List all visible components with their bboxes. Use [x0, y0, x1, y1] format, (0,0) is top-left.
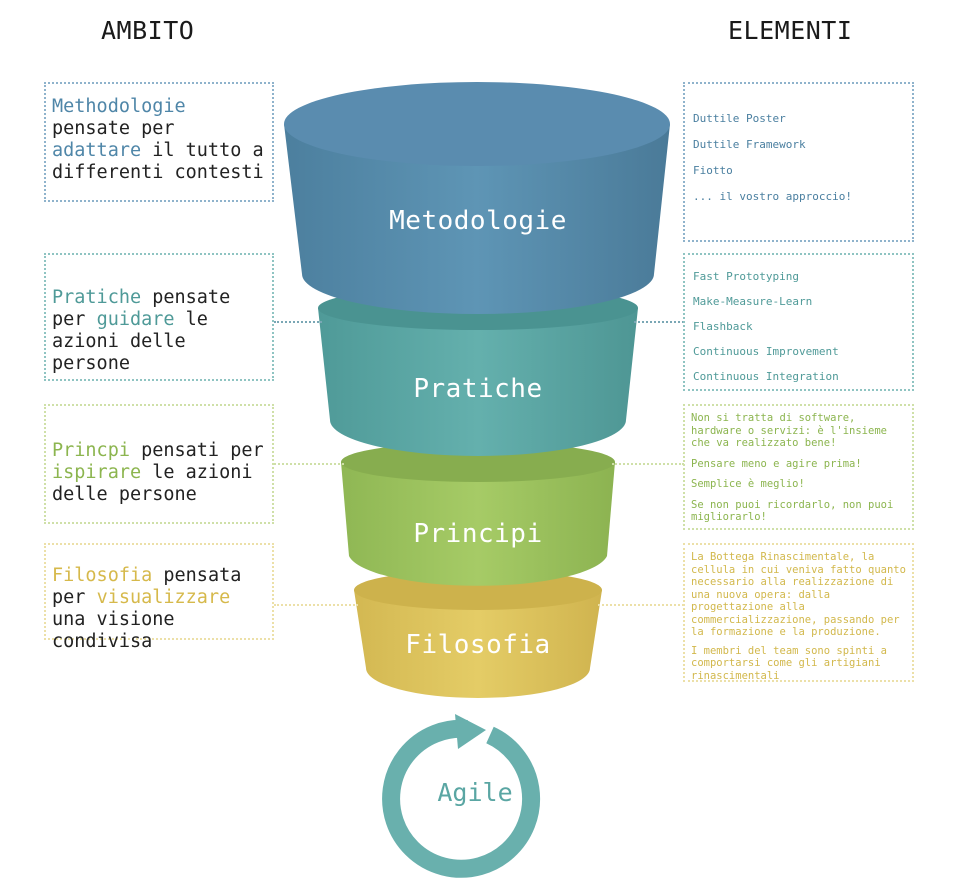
scope-text-1: pensati per — [129, 440, 264, 461]
funnel-segment-metodologie — [284, 124, 670, 314]
connector-right-pratiche — [634, 321, 684, 323]
scope-highlight-2: guidare — [96, 309, 175, 330]
elements-box-pratiche: Fast Prototyping Make-Measure-Learn Flas… — [683, 253, 914, 391]
scope-text-2: il tutto a differenti contesti — [52, 140, 264, 183]
element-item: Continuous Improvement — [693, 345, 839, 358]
scope-text-1: pensate per — [52, 287, 231, 330]
funnel-segment-filosofia — [354, 590, 602, 698]
funnel-segment-pratiche — [318, 308, 638, 456]
scope-text-2: una visione condivisa — [52, 609, 175, 652]
scope-box-filosofia: Filosofia pensata per visualizzare una v… — [44, 543, 274, 652]
scope-highlight-1: Methodologie — [52, 96, 186, 117]
element-item: Fast Prototyping — [693, 270, 799, 283]
scope-highlight-2: visualizzare — [96, 587, 231, 608]
funnel-top-principi — [341, 442, 615, 482]
funnel-label-principi: Principi — [413, 519, 543, 549]
scope-text-1: pensate per — [52, 118, 175, 139]
scope-box-metodologie: Methodologie pensate per adattare il tut… — [44, 82, 274, 202]
cycle-arrowhead-icon — [455, 714, 486, 749]
element-item: Semplice è meglio! — [691, 478, 805, 490]
element-item: Non si tratta di software, hardware o se… — [691, 412, 887, 449]
scope-highlight-1: Pratiche — [52, 287, 142, 308]
elements-box-filosofia: La Bottega Rinascimentale, la cellula in… — [683, 543, 914, 682]
scope-highlight-1: Filosofia — [52, 565, 153, 586]
funnel-label-pratiche: Pratiche — [413, 374, 543, 404]
scope-highlight-2: adattare — [52, 140, 142, 161]
cycle-arrow-icon — [382, 719, 541, 878]
element-item: Se non puoi ricordarlo, non puoi miglior… — [691, 498, 894, 524]
element-item: ... il vostro approccio! — [693, 190, 852, 203]
scope-highlight-2: ispirare — [52, 462, 142, 483]
header-ambito: AMBITO — [101, 16, 195, 45]
scope-text-2: le azioni delle persone — [52, 462, 253, 505]
element-item: Fiotto — [693, 164, 733, 177]
scope-highlight-1: Princpi — [52, 440, 130, 461]
element-item: Continuous Integration — [693, 370, 839, 383]
elements-box-metodologie: Duttile Poster Duttile Framework Fiotto … — [683, 82, 914, 242]
scope-text-1: pensata per — [52, 565, 242, 608]
element-item: Pensare meno e agire prima! — [691, 457, 862, 470]
scope-box-pratiche: Pratiche pensate per guidare le azioni d… — [44, 253, 274, 381]
element-item: I membri del team sono spinti a comporta… — [691, 644, 887, 682]
funnel-top-metodologie — [284, 82, 670, 166]
connector-right-filosofia — [598, 604, 684, 606]
element-item: La Bottega Rinascimentale, la cellula in… — [691, 551, 906, 638]
connector-left-pratiche — [274, 321, 322, 323]
elements-box-principi: Non si tratta di software, hardware o se… — [683, 404, 914, 530]
connector-left-filosofia — [274, 604, 358, 606]
scope-box-principi: Princpi pensati per ispirare le azioni d… — [44, 404, 274, 524]
cycle-label-agile: Agile — [437, 778, 513, 807]
scope-text-2: le azioni delle persone — [52, 309, 208, 374]
funnel-label-filosofia: Filosofia — [405, 630, 551, 660]
funnel-label-metodologie: Metodologie — [389, 206, 567, 236]
funnel-segment-principi — [341, 462, 615, 586]
connector-right-principi — [612, 463, 684, 465]
connector-left-principi — [274, 463, 344, 465]
element-item: Duttile Poster — [693, 112, 786, 125]
element-item: Duttile Framework — [693, 138, 806, 151]
element-item: Make-Measure-Learn — [693, 295, 813, 308]
header-elementi: ELEMENTI — [728, 16, 853, 45]
element-item: Flashback — [693, 320, 753, 333]
